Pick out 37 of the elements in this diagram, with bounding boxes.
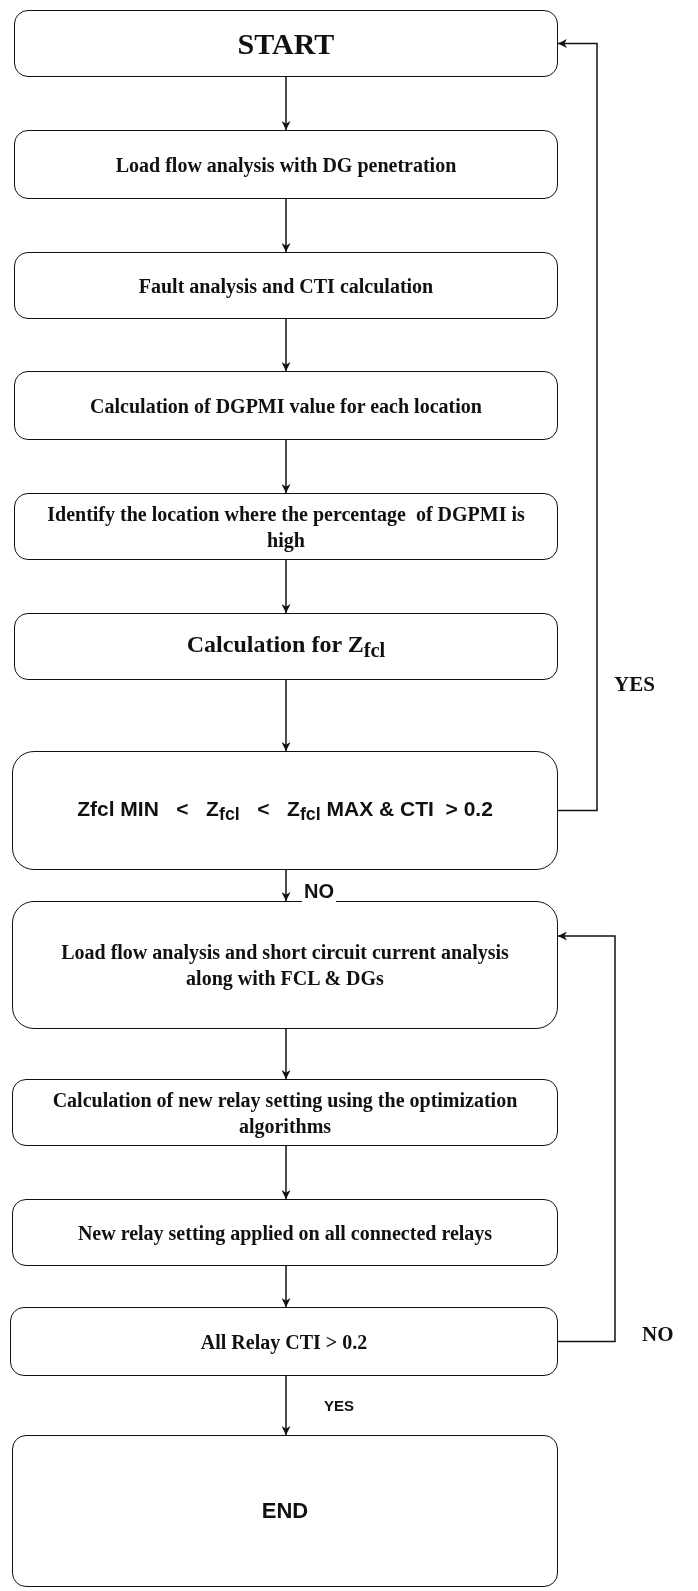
arrow xyxy=(281,76,291,131)
process-box xyxy=(14,493,558,560)
process-box xyxy=(14,130,558,199)
process-box xyxy=(12,751,558,870)
arrow xyxy=(557,931,616,1343)
arrow xyxy=(557,39,598,812)
arrow xyxy=(281,679,291,752)
arrow xyxy=(281,1028,291,1080)
arrow xyxy=(281,318,291,372)
process-box xyxy=(12,901,558,1029)
box-text: Zfcl MIN < Z$_{fcl}$ < Z$_{fcl}$ MAX & CTI > 0.2 xyxy=(77,795,493,827)
arrow xyxy=(281,559,291,614)
process-box xyxy=(12,1199,558,1266)
process-box xyxy=(12,1079,558,1146)
box-text: Load flow analysis with DG penetration xyxy=(115,152,457,178)
box-text: Identify the location where the percentage of DGPMI is high xyxy=(46,501,526,553)
box-text: Fault analysis and CTI calculation xyxy=(138,273,434,299)
arrow xyxy=(281,869,291,902)
arrow xyxy=(281,1265,291,1308)
box-text: Calculation for Z$_{fcl}$ xyxy=(186,630,386,664)
box-text: New relay setting applied on all connected relays xyxy=(77,1220,493,1246)
box-text: START xyxy=(237,26,335,62)
process-box xyxy=(14,371,558,440)
arrow xyxy=(281,1375,291,1436)
process-box xyxy=(12,1435,558,1587)
process-box xyxy=(14,613,558,680)
process-box xyxy=(10,1307,558,1376)
box-text: Load flow analysis and short circuit current analysis along with FCL & DGs xyxy=(60,940,510,991)
arrow xyxy=(281,198,291,253)
process-box xyxy=(14,252,558,319)
arrow xyxy=(281,439,291,494)
box-text: Calculation of DGPMI value for each location xyxy=(90,393,482,419)
process-box xyxy=(14,10,558,77)
box-text: All Relay CTI > 0.2 xyxy=(200,1329,368,1355)
box-text: Calculation of new relay setting using the optimization algorithms xyxy=(51,1087,519,1139)
arrow xyxy=(281,1145,291,1200)
box-text: END xyxy=(261,1496,309,1525)
